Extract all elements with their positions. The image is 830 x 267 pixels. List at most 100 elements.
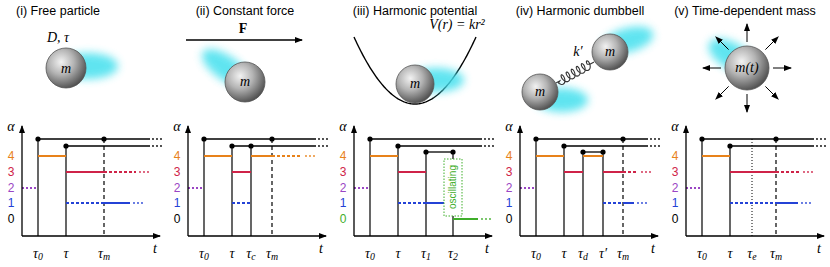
axis-label: α [7, 120, 14, 134]
regime-segment [730, 202, 776, 204]
ellipsis-dot [489, 218, 491, 220]
regime-segment [453, 218, 478, 220]
time-label: τ [63, 247, 68, 261]
regime-segment [354, 187, 370, 189]
level-number: 4 [8, 150, 15, 162]
regime-segment [520, 187, 536, 189]
level-number: 1 [8, 197, 15, 209]
constant-force [186, 40, 302, 102]
time-marker [582, 152, 583, 236]
level-number: 2 [506, 182, 513, 194]
regime-segment [188, 187, 204, 189]
branch-dot [773, 136, 778, 141]
level-number: 0 [340, 213, 347, 225]
mass-label: m(t) [735, 61, 758, 75]
regime-segment [776, 171, 800, 173]
ellipsis-dot [147, 171, 149, 173]
level-number: 2 [8, 182, 15, 194]
mass-flux-arrow [716, 37, 729, 50]
axis-label: t [485, 242, 489, 256]
ellipsis-dot [492, 138, 494, 140]
time-label: τm [98, 247, 110, 261]
force-label: F [239, 22, 248, 36]
ellipsis-dot [484, 138, 486, 140]
particle-sphere [396, 65, 434, 103]
mass-flux-arrow [747, 24, 748, 42]
branch-dot [450, 149, 455, 154]
time-label: τm [266, 247, 278, 261]
regime-segment [623, 171, 638, 173]
ellipsis-dot [160, 145, 162, 147]
level-number: 2 [340, 182, 347, 194]
particle-sphere [725, 46, 769, 90]
ellipsis-dot [484, 145, 486, 147]
ellipsis-dot [816, 145, 818, 147]
ellipsis-dot [141, 202, 143, 204]
level-number: 3 [340, 166, 347, 178]
regime-segment [66, 171, 104, 173]
ellipsis-dot [156, 145, 158, 147]
axis-label: t [319, 242, 323, 256]
time-label: τe [747, 247, 756, 261]
mass-flux-arrow [716, 86, 729, 99]
axis-label: t [817, 242, 821, 256]
branch-dot [367, 136, 372, 141]
regime-segment [370, 155, 398, 157]
time-label: τ0 [697, 247, 707, 261]
ellipsis-dot [492, 145, 494, 147]
regime-segment [232, 171, 251, 173]
ellipsis-dot [820, 138, 822, 140]
level-number: 3 [174, 166, 181, 178]
ellipsis-dot [160, 138, 162, 140]
alpha-axis [685, 126, 686, 236]
particle-sphere [46, 48, 86, 88]
branch-dot [248, 143, 253, 148]
ellipsis-dot [809, 202, 811, 204]
level-number: 2 [174, 182, 181, 194]
level-number: 3 [672, 166, 679, 178]
level-number: 0 [174, 213, 181, 225]
mass-label: m [535, 85, 545, 99]
branch-line [66, 145, 150, 146]
branch-line [583, 151, 603, 152]
panel [22, 126, 162, 236]
time-marker [622, 139, 623, 236]
time-axis [686, 235, 824, 236]
time-label: τ [727, 247, 732, 261]
panel-title: (i) Free particle [16, 5, 100, 18]
panel-title: (iii) Harmonic potential [353, 5, 477, 18]
axis-label: α [173, 120, 180, 134]
branch-dot [580, 149, 585, 154]
annotation: oscillating [448, 165, 458, 209]
time-label: τm [770, 247, 782, 261]
regime-segment [776, 202, 798, 204]
time-marker [103, 139, 104, 236]
regime-segment [398, 202, 426, 204]
ellipsis-dot [313, 155, 315, 157]
time-label: τd [578, 247, 588, 261]
regime-segment [702, 155, 730, 157]
ellipsis-dot [824, 138, 826, 140]
branch-dot [620, 136, 625, 141]
ellipsis-dot [485, 218, 487, 220]
mass-flux-arrow [765, 86, 778, 99]
time-axis [520, 235, 658, 236]
time-marker [425, 152, 426, 236]
oscillation-box [444, 159, 462, 216]
ellipsis-dot [654, 145, 656, 147]
mass-flux-arrow [773, 68, 791, 69]
panel [188, 126, 328, 236]
ellipsis-dot [322, 145, 324, 147]
level-number: 2 [672, 182, 679, 194]
branch-dot [699, 136, 704, 141]
ellipsis-dot [650, 138, 652, 140]
ellipsis-dot [318, 138, 320, 140]
spring [556, 61, 594, 85]
alpha-axis [187, 126, 188, 236]
branch-dot [229, 143, 234, 148]
regime-segment [251, 155, 272, 157]
branch-line [564, 145, 648, 146]
time-marker [701, 139, 702, 236]
ellipsis-dot [645, 171, 647, 173]
